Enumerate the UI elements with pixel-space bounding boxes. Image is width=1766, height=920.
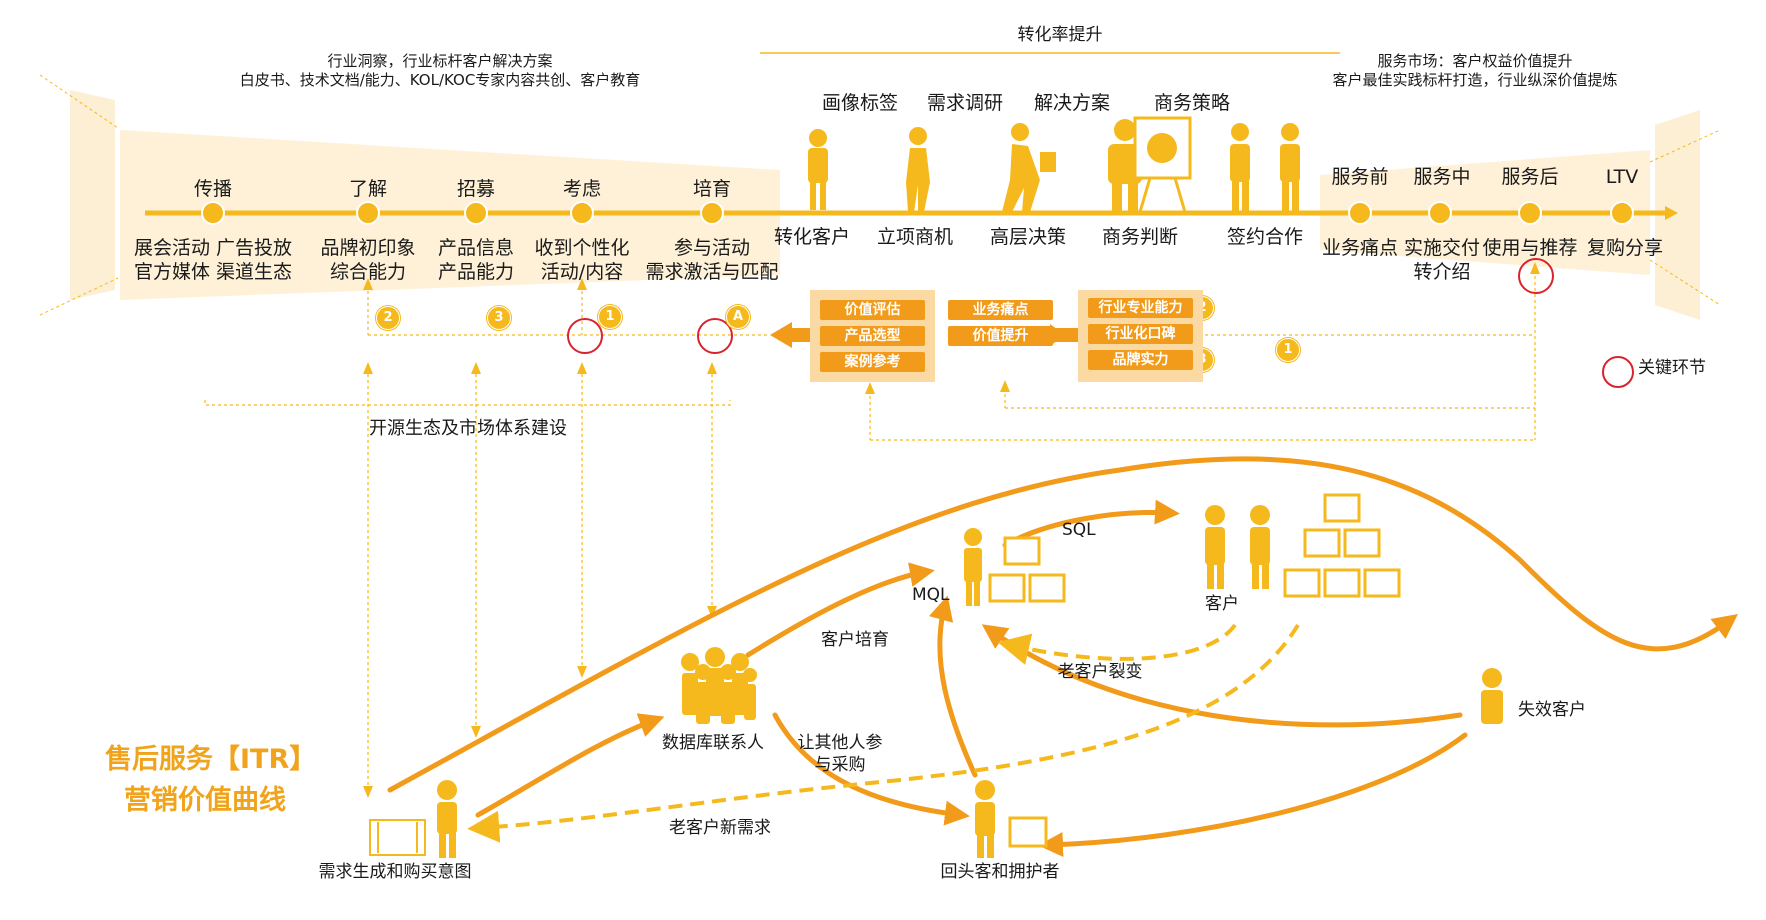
right-note-2: 客户最佳实践标杆打造，行业纵深价值提炼 (1332, 71, 1618, 89)
stage-sub-recruit-2: 产品能力 (437, 261, 515, 283)
ecosystem-label: 开源生态及市场体系建设 (369, 418, 567, 439)
stage-sub-understand-1: 品牌初印象 (320, 237, 416, 259)
stage-sub-consider-1: 收到个性化 (534, 237, 630, 259)
box-brand-strength: 品牌实力 (1088, 350, 1193, 370)
badge-nurture: A (726, 305, 750, 329)
badge-recruit: 3 (487, 306, 511, 330)
mid-top-strategy: 商务策略 (1153, 92, 1231, 114)
label-sql: SQL (1062, 520, 1096, 540)
stage-sub-pre-service: 业务痛点 (1321, 237, 1399, 259)
node-demand: 需求生成和购买意图 (318, 862, 472, 882)
key-ring-consider (567, 318, 603, 354)
mid-bottom-judgement: 商务判断 (1101, 226, 1179, 248)
mid-bottom-convert: 转化客户 (773, 226, 851, 248)
label-others-2: 与采购 (814, 755, 866, 775)
key-ring-nurture (697, 318, 733, 354)
label-new-need: 老客户新需求 (669, 818, 771, 838)
badge-consider: 1 (598, 305, 622, 329)
stage-label-nurture: 培育 (692, 178, 732, 200)
box-industry-expertise: 行业专业能力 (1088, 298, 1193, 318)
stage-sub-in-service-2: 转介绍 (1413, 261, 1471, 283)
funnel-right-outer (1655, 110, 1700, 320)
stage-sub-recruit-1: 产品信息 (437, 237, 515, 259)
stage-label-pre-service: 服务前 (1331, 166, 1389, 188)
node-customer: 客户 (1205, 594, 1239, 614)
node-mql: MQL (912, 585, 950, 605)
conversion-title: 转化率提升 (1017, 25, 1103, 45)
funnel-left-outer (70, 90, 115, 300)
stage-sub-spread-1: 展会活动 广告投放 (133, 237, 293, 259)
badge-understand: 2 (376, 306, 400, 330)
stage-sub-consider-2: 活动/内容 (540, 261, 624, 283)
itr-title: 售后服务【ITR】 营销价值曲线 (105, 740, 317, 821)
stage-label-spread: 传播 (193, 178, 233, 200)
badge-feedback: 1 (1276, 338, 1300, 362)
stage-label-post-service: 服务后 (1501, 166, 1559, 188)
box-value-evaluation: 价值评估 (820, 300, 925, 320)
figure-group-bottom (369, 493, 1503, 858)
node-database: 数据库联系人 (662, 733, 764, 753)
stage-sub-spread-2: 官方媒体 渠道生态 (133, 261, 293, 283)
stage-label-consider: 考虑 (562, 178, 602, 200)
mid-bottom-project: 立项商机 (876, 226, 954, 248)
mid-bottom-decision: 高层决策 (989, 226, 1067, 248)
stage-sub-nurture-2: 需求激活与匹配 (645, 261, 779, 283)
label-referral: 老客户裂变 (1057, 662, 1143, 682)
box-case-reference: 案例参考 (820, 352, 925, 372)
stage-sub-post-service: 使用与推荐 (1482, 237, 1578, 259)
mid-top-solution: 解决方案 (1033, 92, 1111, 114)
stage-label-in-service: 服务中 (1413, 166, 1471, 188)
key-ring-post-service (1518, 258, 1554, 294)
node-returning: 回头客和拥护者 (940, 862, 1060, 882)
stage-sub-ltv: 复购分享 (1586, 237, 1664, 259)
stage-label-ltv: LTV (1605, 166, 1639, 188)
legend-label: 关键环节 (1638, 358, 1706, 378)
box-industry-reputation: 行业化口碑 (1088, 324, 1193, 344)
box-product-selection: 产品选型 (820, 326, 925, 346)
stage-sub-nurture-1: 参与活动 (673, 237, 751, 259)
box-value-lift: 价值提升 (948, 326, 1053, 346)
label-nurture: 客户培育 (821, 630, 889, 650)
box-pain-point: 业务痛点 (948, 300, 1053, 320)
itr-title-line2: 营销价值曲线 (124, 784, 286, 816)
stage-sub-understand-2: 综合能力 (329, 261, 407, 283)
stage-label-recruit: 招募 (456, 178, 496, 200)
node-lost-customer: 失效客户 (1518, 700, 1586, 720)
left-note-2: 白皮书、技术文档/能力、KOL/KOC专家内容共创、客户教育 (239, 71, 641, 89)
figure-group-top (808, 116, 1300, 213)
right-note-1: 服务市场：客户权益价值提升 (1377, 52, 1573, 70)
left-note-1: 行业洞察，行业标杆客户解决方案 (327, 52, 553, 70)
stage-label-understand: 了解 (348, 178, 388, 200)
itr-title-line1: 售后服务【ITR】 (105, 744, 317, 775)
mid-top-profile: 画像标签 (821, 92, 899, 114)
mid-top-research: 需求调研 (926, 92, 1004, 114)
mid-bottom-sign: 签约合作 (1226, 226, 1304, 248)
stage-sub-in-service-1: 实施交付 (1403, 237, 1481, 259)
label-others-1: 让其他人参 (797, 733, 883, 753)
curve-main (387, 456, 1739, 793)
legend-ring-icon (1602, 356, 1634, 388)
